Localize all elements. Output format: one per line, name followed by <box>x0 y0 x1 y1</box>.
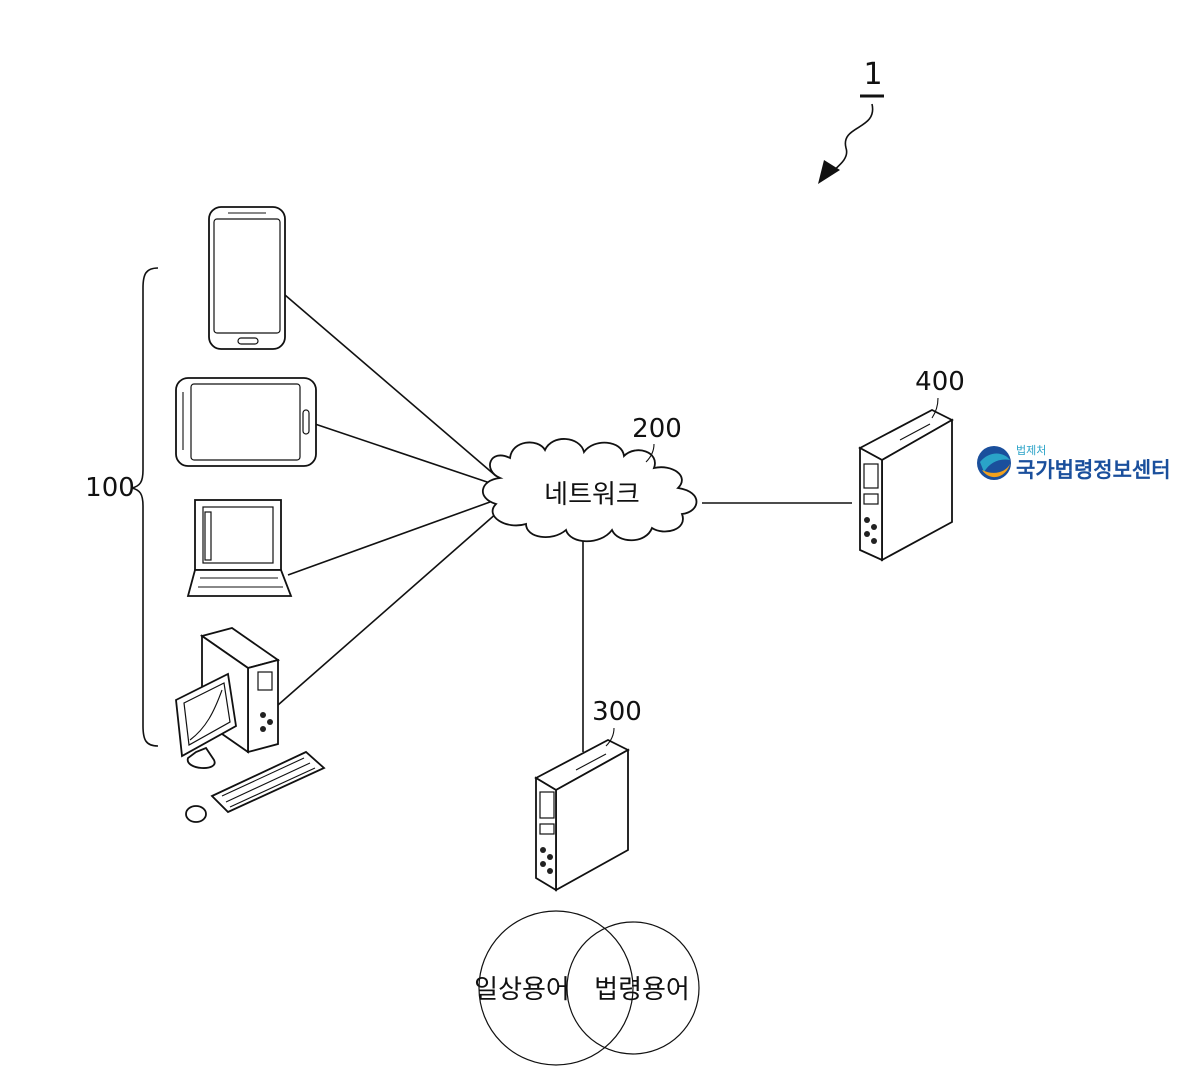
smartphone-icon <box>209 207 285 349</box>
network-cloud: 네트워크 200 <box>483 414 697 541</box>
logo-small-text: 법제처 <box>1016 444 1046 457</box>
server-icon: 300 <box>536 697 642 890</box>
desktop-pc-icon <box>176 628 324 822</box>
system-reference: 1 <box>818 57 884 184</box>
laptop-icon <box>188 500 291 596</box>
terminals-ref-number: 100 <box>85 473 135 503</box>
venn-right-label: 법령용어 <box>594 975 690 1005</box>
server-ref-number: 300 <box>592 697 642 727</box>
arrow-head-icon <box>818 160 840 184</box>
tablet-icon <box>176 378 316 466</box>
venn-left-label: 일상용어 <box>474 975 570 1005</box>
external-server-icon: 400 <box>860 367 965 560</box>
law-center-logo: 법제처 국가법령정보센터 <box>977 444 1171 482</box>
system-ref-number: 1 <box>863 57 882 92</box>
terminal-group-brace: 100 <box>85 268 158 746</box>
terms-venn-diagram: 일상용어 법령용어 <box>474 911 699 1065</box>
external-server-ref-number: 400 <box>915 367 965 397</box>
network-label: 네트워크 <box>544 480 640 510</box>
logo-main-text: 국가법령정보센터 <box>1016 458 1171 482</box>
network-ref-number: 200 <box>632 414 682 444</box>
